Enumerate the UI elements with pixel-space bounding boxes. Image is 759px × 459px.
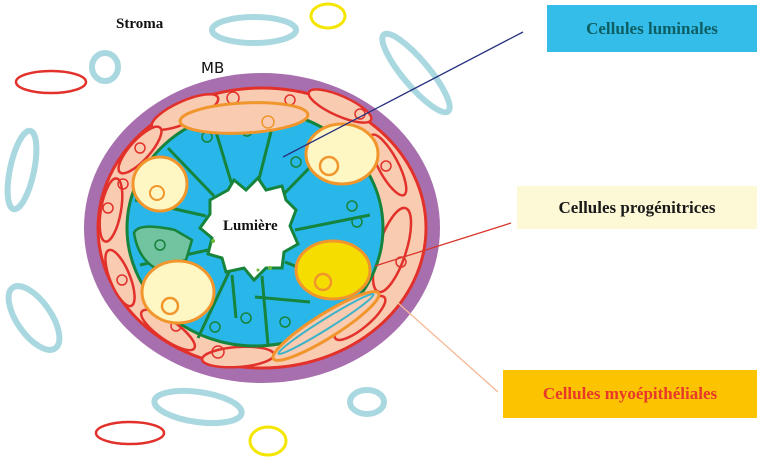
nucleus: [395, 256, 407, 268]
leader-line-myoepithelial: [397, 302, 499, 393]
nucleus: [351, 216, 363, 228]
stroma-cells: [4, 2, 453, 457]
lumen: [197, 175, 300, 283]
stroma-cell: [5, 283, 63, 353]
nucleus: [318, 155, 340, 177]
nucleus: [134, 142, 146, 154]
myoepithelial-cell: [104, 248, 136, 308]
leader-line-progenitor: [374, 222, 512, 267]
myoepithelial-cells: [98, 88, 413, 369]
debris: [211, 239, 215, 243]
progenitor-cell: [140, 259, 216, 325]
nucleus: [117, 178, 129, 190]
stroma-cell: [248, 425, 288, 457]
nucleus: [261, 115, 275, 129]
progenitor-cell-inner: [277, 293, 375, 355]
stroma-cell: [14, 69, 88, 95]
debris: [256, 268, 260, 272]
nucleus: [154, 239, 166, 251]
nucleus: [209, 321, 221, 333]
stroma-cell: [4, 127, 40, 213]
progenitor-cell-elongated: [271, 290, 381, 362]
myoepithelial-cell: [117, 125, 163, 175]
progenitor-cell: [131, 155, 189, 213]
stroma-cell: [209, 14, 299, 46]
label-box-myoepithelial: Cellules myoépithéliales: [503, 370, 757, 418]
progenitor-cell: [178, 101, 310, 135]
nucleus: [211, 345, 225, 359]
stroma-cell: [309, 2, 347, 30]
luminal-cell-green: [132, 225, 194, 270]
lumen-debris: [211, 239, 272, 272]
debris: [268, 266, 272, 270]
nucleus: [279, 316, 291, 328]
nucleus: [149, 185, 165, 201]
progenitor-cell: [304, 122, 380, 186]
progenitor-label: Cellules progénitrices: [558, 197, 716, 217]
stroma-cell: [89, 50, 121, 84]
nucleus: [102, 202, 114, 214]
nucleus: [380, 160, 392, 172]
lumen-label: Lumière: [223, 218, 278, 234]
progenitor-cells: [131, 101, 381, 362]
myoepithelial-label: Cellules myoépithéliales: [542, 384, 718, 403]
label-box-progenitor: Cellules progénitrices: [517, 186, 757, 229]
stroma-cell: [94, 420, 166, 446]
stroma-cell: [347, 387, 387, 417]
nucleus: [160, 296, 180, 316]
nucleus: [116, 274, 128, 286]
nucleus: [346, 200, 358, 212]
leader-line-luminal: [282, 31, 524, 158]
mb-label: MB: [201, 59, 224, 77]
luminal-label: Cellules luminales: [586, 18, 718, 38]
nucleus: [290, 156, 302, 168]
stroma-cell: [151, 387, 245, 427]
stroma-label: Stroma: [116, 16, 164, 32]
label-box-luminal: Cellules luminales: [547, 5, 757, 52]
stroma-cell: [379, 30, 453, 116]
progenitor-cell-active: [294, 239, 372, 301]
nucleus: [313, 272, 333, 292]
myoepithelial-cell: [98, 177, 124, 243]
nucleus: [240, 312, 252, 324]
